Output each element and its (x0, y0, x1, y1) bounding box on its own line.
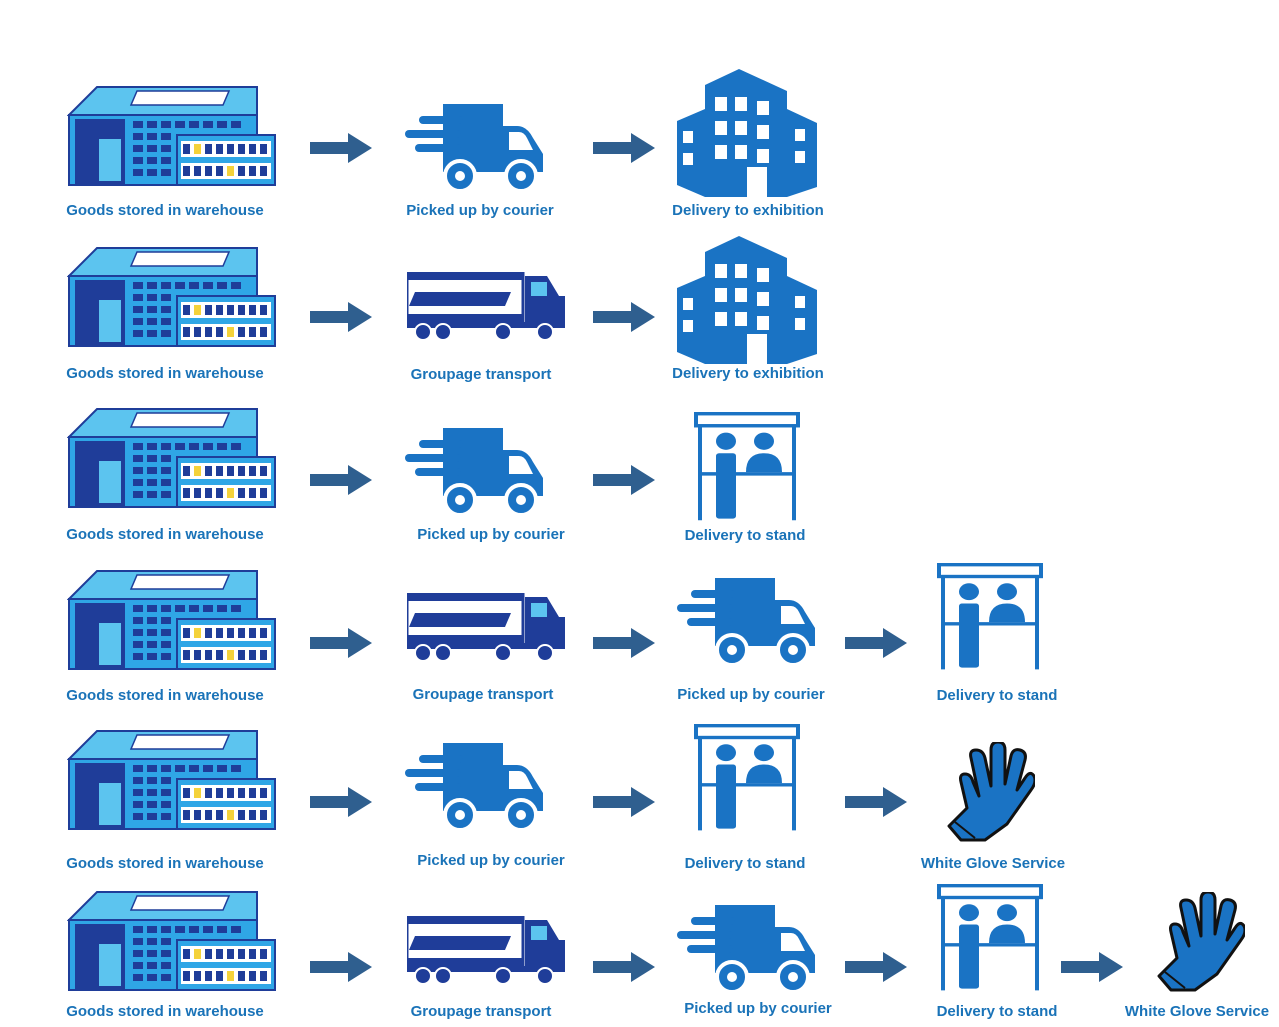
arrow-right-icon (1061, 952, 1123, 982)
step-label: Goods stored in warehouse (66, 687, 264, 704)
arrow-right-icon (593, 952, 655, 982)
step-label: Goods stored in warehouse (66, 202, 264, 219)
step-label: Groupage transport (412, 686, 554, 703)
groupage-truck-icon (407, 593, 567, 663)
step-label: Delivery to stand (684, 527, 806, 544)
step-label: Picked up by courier (677, 686, 825, 703)
arrow-right-icon (845, 787, 907, 817)
exhibition-stand-icon (694, 724, 800, 832)
step-label: White Glove Service (920, 855, 1066, 872)
step-label: Picked up by courier (684, 1000, 832, 1017)
step-label: Goods stored in warehouse (66, 1003, 264, 1020)
exhibition-stand-icon (937, 884, 1043, 992)
step-label: Goods stored in warehouse (66, 365, 264, 382)
groupage-truck-icon (407, 272, 567, 342)
step-label: Groupage transport (410, 366, 552, 383)
courier-van-icon (677, 905, 817, 995)
exhibition-stand-icon (694, 412, 800, 522)
courier-van-icon (405, 104, 545, 194)
step-label: Delivery to exhibition (672, 365, 824, 382)
exhibition-building-icon (677, 69, 817, 197)
arrow-right-icon (593, 133, 655, 163)
warehouse-icon (67, 569, 277, 671)
step-label: Delivery to stand (936, 687, 1058, 704)
step-label: White Glove Service (1124, 1003, 1270, 1020)
glove-icon (1155, 892, 1245, 992)
warehouse-icon (67, 246, 277, 348)
glove-icon (945, 742, 1035, 842)
step-label: Picked up by courier (417, 852, 565, 869)
step-label: Picked up by courier (417, 526, 565, 543)
exhibition-stand-icon (937, 563, 1043, 671)
warehouse-icon (67, 407, 277, 509)
step-label: Groupage transport (410, 1003, 552, 1020)
courier-van-icon (405, 428, 545, 518)
step-label: Picked up by courier (406, 202, 554, 219)
arrow-right-icon (845, 628, 907, 658)
step-label: Delivery to exhibition (672, 202, 824, 219)
step-label: Delivery to stand (684, 855, 806, 872)
arrow-right-icon (310, 133, 372, 163)
arrow-right-icon (593, 628, 655, 658)
step-label: Goods stored in warehouse (66, 526, 264, 543)
arrow-right-icon (310, 628, 372, 658)
arrow-right-icon (310, 302, 372, 332)
arrow-right-icon (310, 952, 372, 982)
warehouse-icon (67, 85, 277, 187)
step-label: Delivery to stand (936, 1003, 1058, 1020)
arrow-right-icon (310, 465, 372, 495)
courier-van-icon (405, 743, 545, 833)
arrow-right-icon (593, 787, 655, 817)
warehouse-icon (67, 890, 277, 992)
arrow-right-icon (593, 302, 655, 332)
step-label: Goods stored in warehouse (66, 855, 264, 872)
arrow-right-icon (593, 465, 655, 495)
courier-van-icon (677, 578, 817, 668)
warehouse-icon (67, 729, 277, 831)
arrow-right-icon (310, 787, 372, 817)
arrow-right-icon (845, 952, 907, 982)
groupage-truck-icon (407, 916, 567, 986)
exhibition-building-icon (677, 236, 817, 364)
